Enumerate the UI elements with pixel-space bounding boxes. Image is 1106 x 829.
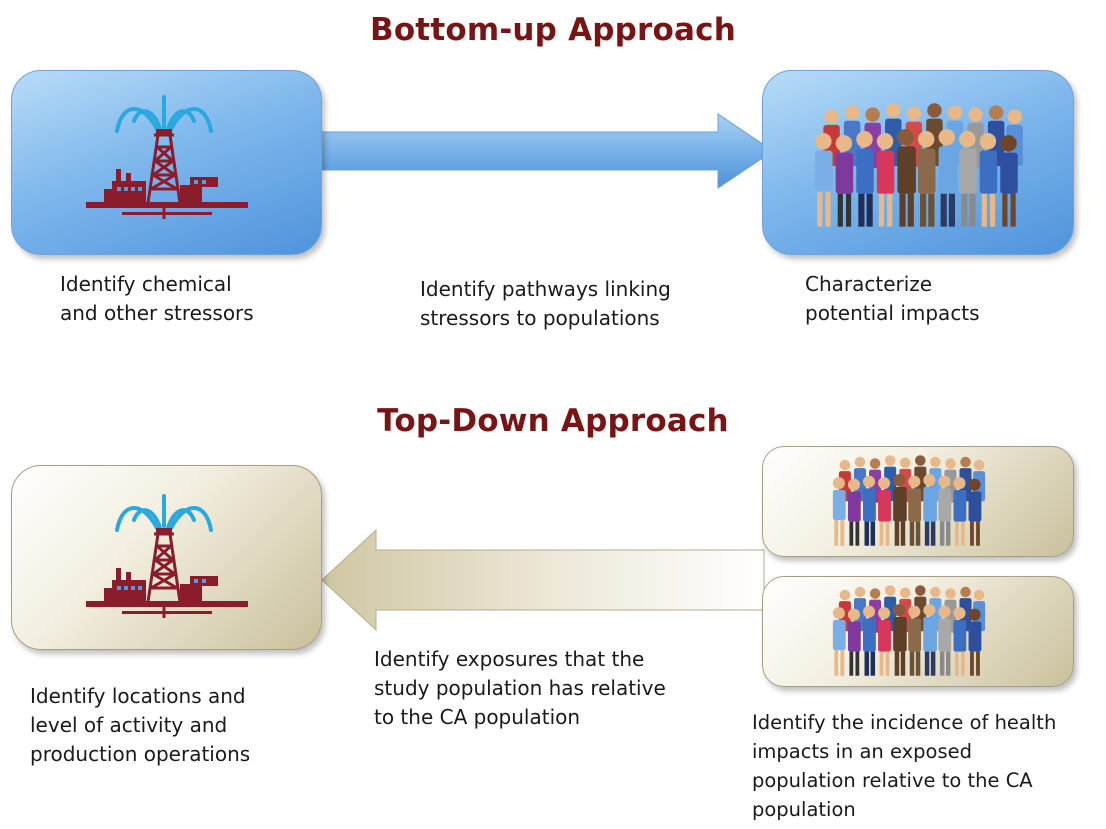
bottom-up-arrow-caption: Identify pathways linking stressors to p… (420, 275, 671, 333)
caption-line: to the CA population (374, 705, 581, 729)
caption-line: production operations (30, 742, 251, 766)
caption-line: Identify exposures that the (374, 647, 645, 671)
caption-line: population (752, 798, 856, 821)
bottom-up-left-caption: Identify chemical and other stressors (60, 270, 254, 328)
bottom-up-arrow (318, 113, 774, 189)
study-population-box (762, 446, 1074, 557)
caption-line: and other stressors (60, 301, 254, 325)
top-down-right-caption: Identify the incidence of health impacts… (752, 708, 1056, 824)
caption-line: Identify pathways linking (420, 277, 671, 301)
caption-line: stressors to populations (420, 306, 660, 330)
ca-population-box (762, 576, 1074, 687)
caption-line: Identify locations and (30, 684, 246, 708)
population-box (762, 70, 1074, 255)
oil-rig-icon (82, 91, 252, 231)
top-down-title: Top-Down Approach (377, 403, 729, 439)
caption-line: Characterize (805, 272, 933, 296)
caption-line: level of activity and (30, 713, 228, 737)
oil-rig-icon (82, 490, 252, 630)
top-down-arrow (321, 528, 765, 632)
stressor-source-box (11, 70, 322, 255)
crowd-icon (811, 583, 1007, 681)
caption-line: impacts in an exposed (752, 740, 972, 763)
top-down-arrow-caption: Identify exposures that the study popula… (374, 645, 666, 732)
crowd-icon (811, 453, 1007, 551)
top-down-left-caption: Identify locations and level of activity… (30, 682, 250, 769)
caption-line: Identify the incidence of health (752, 711, 1057, 734)
bottom-up-title: Bottom-up Approach (369, 12, 736, 48)
caption-line: study population has relative (374, 676, 666, 700)
location-activity-box (11, 465, 322, 650)
crowd-icon (811, 99, 1027, 235)
bottom-up-right-caption: Characterize potential impacts (805, 270, 980, 328)
caption-line: population relative to the CA (752, 769, 1033, 792)
caption-line: potential impacts (805, 301, 980, 325)
caption-line: Identify chemical (60, 272, 232, 296)
